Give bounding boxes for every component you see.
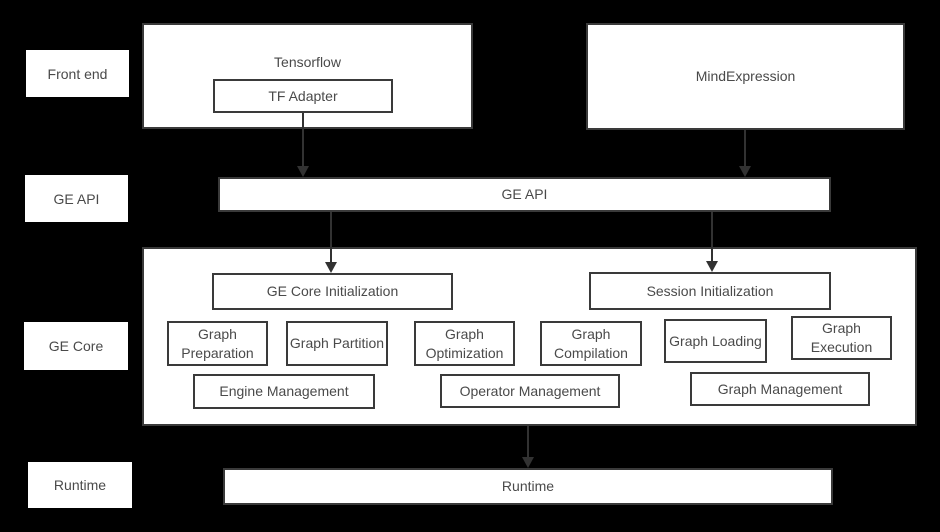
arrow-shaft	[302, 113, 304, 168]
graph-optimization-box: Graph Optimization	[414, 321, 515, 366]
tf-adapter-label: TF Adapter	[268, 87, 338, 104]
graph-optimization-label: Graph Optimization	[425, 325, 504, 361]
graph-management-box: Graph Management	[690, 372, 870, 406]
arrow-shaft	[330, 212, 332, 264]
arrow-head-icon	[706, 261, 718, 272]
arrow-shaft	[711, 212, 713, 263]
runtime-bar: Runtime	[223, 468, 833, 505]
graph-compilation-label: Graph Compilation	[554, 325, 628, 361]
ge-core-initialization-label: GE Core Initialization	[266, 283, 399, 299]
arrow-ge-api-to-session-initialization	[706, 212, 718, 272]
session-initialization-box: Session Initialization	[589, 272, 831, 310]
side-label-front-end: Front end	[26, 50, 129, 97]
arrow-ge-core-to-runtime	[522, 426, 534, 468]
side-label-runtime: Runtime	[28, 462, 132, 508]
side-label-ge-core: GE Core	[24, 322, 128, 370]
engine-management-box: Engine Management	[193, 374, 375, 409]
ge-core-initialization-box: GE Core Initialization	[212, 273, 453, 310]
engine-management-label: Engine Management	[219, 383, 349, 399]
ge-core-box: GE Core Initialization Session Initializ…	[142, 247, 917, 426]
graph-preparation-box: Graph Preparation	[167, 321, 268, 366]
arrow-tf-adapter-to-ge-api	[297, 113, 309, 177]
tensorflow-label: Tensorflow	[274, 54, 341, 70]
arrow-head-icon	[522, 457, 534, 468]
arrow-head-icon	[297, 166, 309, 177]
graph-compilation-box: Graph Compilation	[540, 321, 642, 366]
runtime-bar-label: Runtime	[501, 478, 555, 494]
graph-execution-box: Graph Execution	[791, 316, 892, 360]
arrow-shaft	[744, 130, 746, 168]
graph-management-label: Graph Management	[717, 380, 843, 397]
graph-loading-box: Graph Loading	[664, 319, 767, 363]
graph-preparation-label: Graph Preparation	[181, 325, 254, 361]
graph-loading-label: Graph Loading	[669, 332, 762, 349]
graph-partition-box: Graph Partition	[286, 321, 388, 366]
arrow-mindexpression-to-ge-api	[739, 130, 751, 177]
arrow-ge-api-to-ge-core-initialization	[325, 212, 337, 273]
arrow-shaft	[527, 426, 529, 459]
arrow-head-icon	[325, 262, 337, 273]
arrow-head-icon	[739, 166, 751, 177]
session-initialization-label: Session Initialization	[646, 282, 774, 299]
mindexpression-box: MindExpression	[586, 23, 905, 130]
tensorflow-box: Tensorflow TF Adapter	[142, 23, 473, 129]
operator-management-label: Operator Management	[459, 382, 601, 399]
ge-api-bar: GE API	[218, 177, 831, 212]
graph-execution-label: Graph Execution	[810, 320, 873, 355]
ge-api-bar-label: GE API	[501, 186, 548, 202]
side-label-ge-api: GE API	[25, 175, 128, 222]
mindexpression-label: MindExpression	[695, 68, 796, 84]
graph-partition-label: Graph Partition	[289, 335, 385, 351]
tf-adapter-box: TF Adapter	[213, 79, 393, 113]
operator-management-box: Operator Management	[440, 374, 620, 408]
